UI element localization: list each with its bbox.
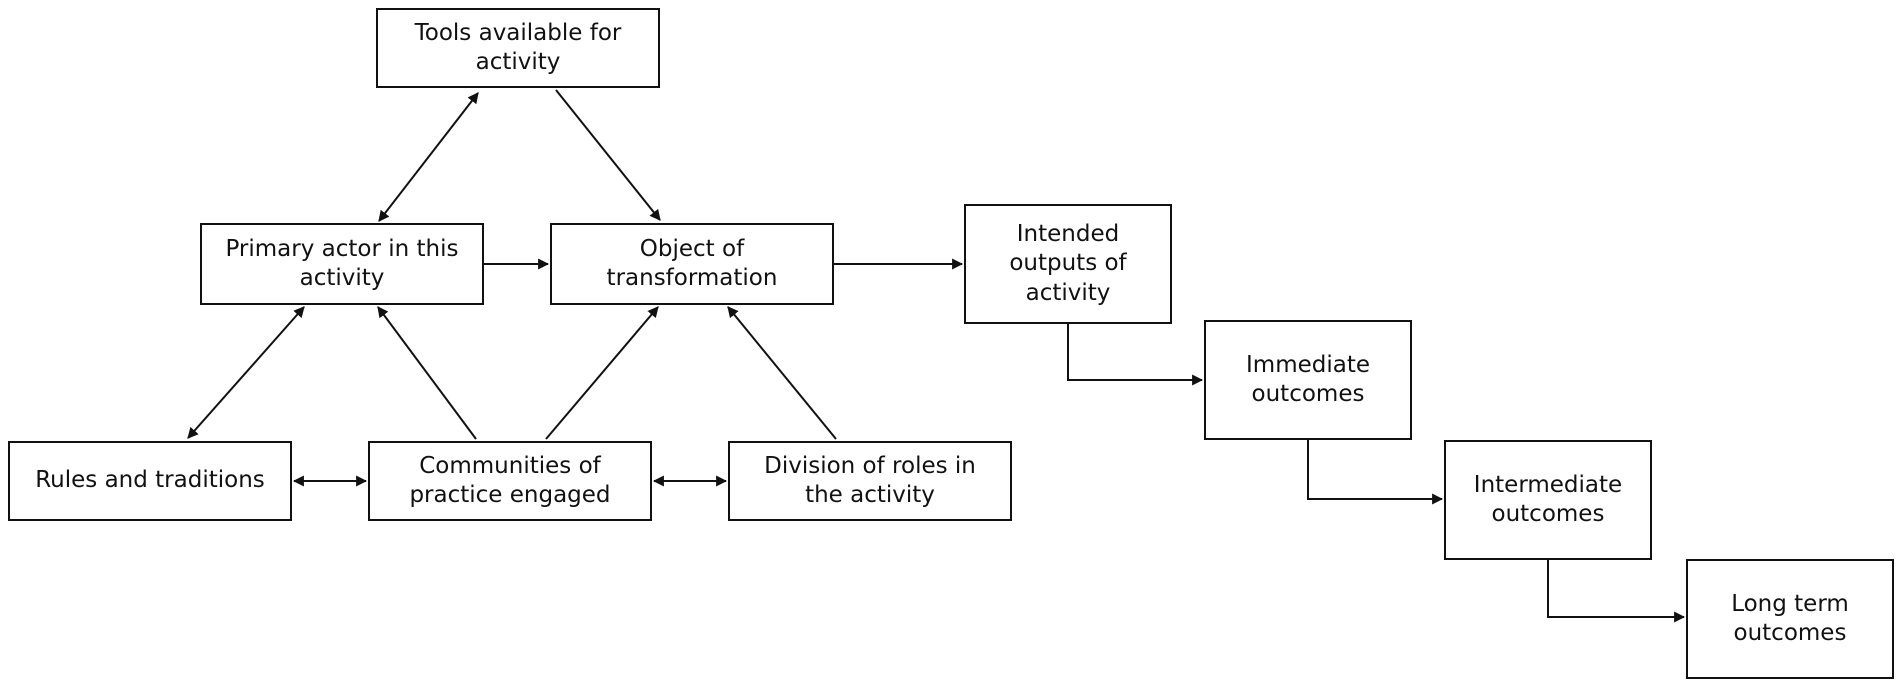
- node-intermediate-outcomes: Intermediate outcomes: [1444, 440, 1652, 560]
- node-intended-outputs: Intended outputs of activity: [964, 204, 1172, 324]
- edge-primary-rules: [187, 306, 305, 439]
- edge-division-object: [727, 306, 837, 440]
- node-communities-of-practice: Communities of practice engaged: [368, 441, 652, 521]
- edge-primary-tools: [378, 92, 479, 222]
- node-rules-and-traditions: Rules and traditions: [8, 441, 292, 521]
- edge-tools-object: [555, 89, 661, 221]
- node-division-of-roles: Division of roles in the activity: [728, 441, 1012, 521]
- node-primary-actor: Primary actor in this activity: [200, 223, 484, 305]
- node-long-term-outcomes: Long term outcomes: [1686, 559, 1894, 679]
- edge-immediate-intermediate: [1307, 440, 1444, 505]
- node-object-of-transformation: Object of transformation: [550, 223, 834, 305]
- edge-communities-primary: [377, 306, 477, 440]
- edge-intermediate-longterm: [1547, 560, 1686, 623]
- node-tools: Tools available for activity: [376, 8, 660, 88]
- edge-outputs-immediate: [1067, 324, 1204, 386]
- node-immediate-outcomes: Immediate outcomes: [1204, 320, 1412, 440]
- edge-communities-object: [545, 306, 659, 440]
